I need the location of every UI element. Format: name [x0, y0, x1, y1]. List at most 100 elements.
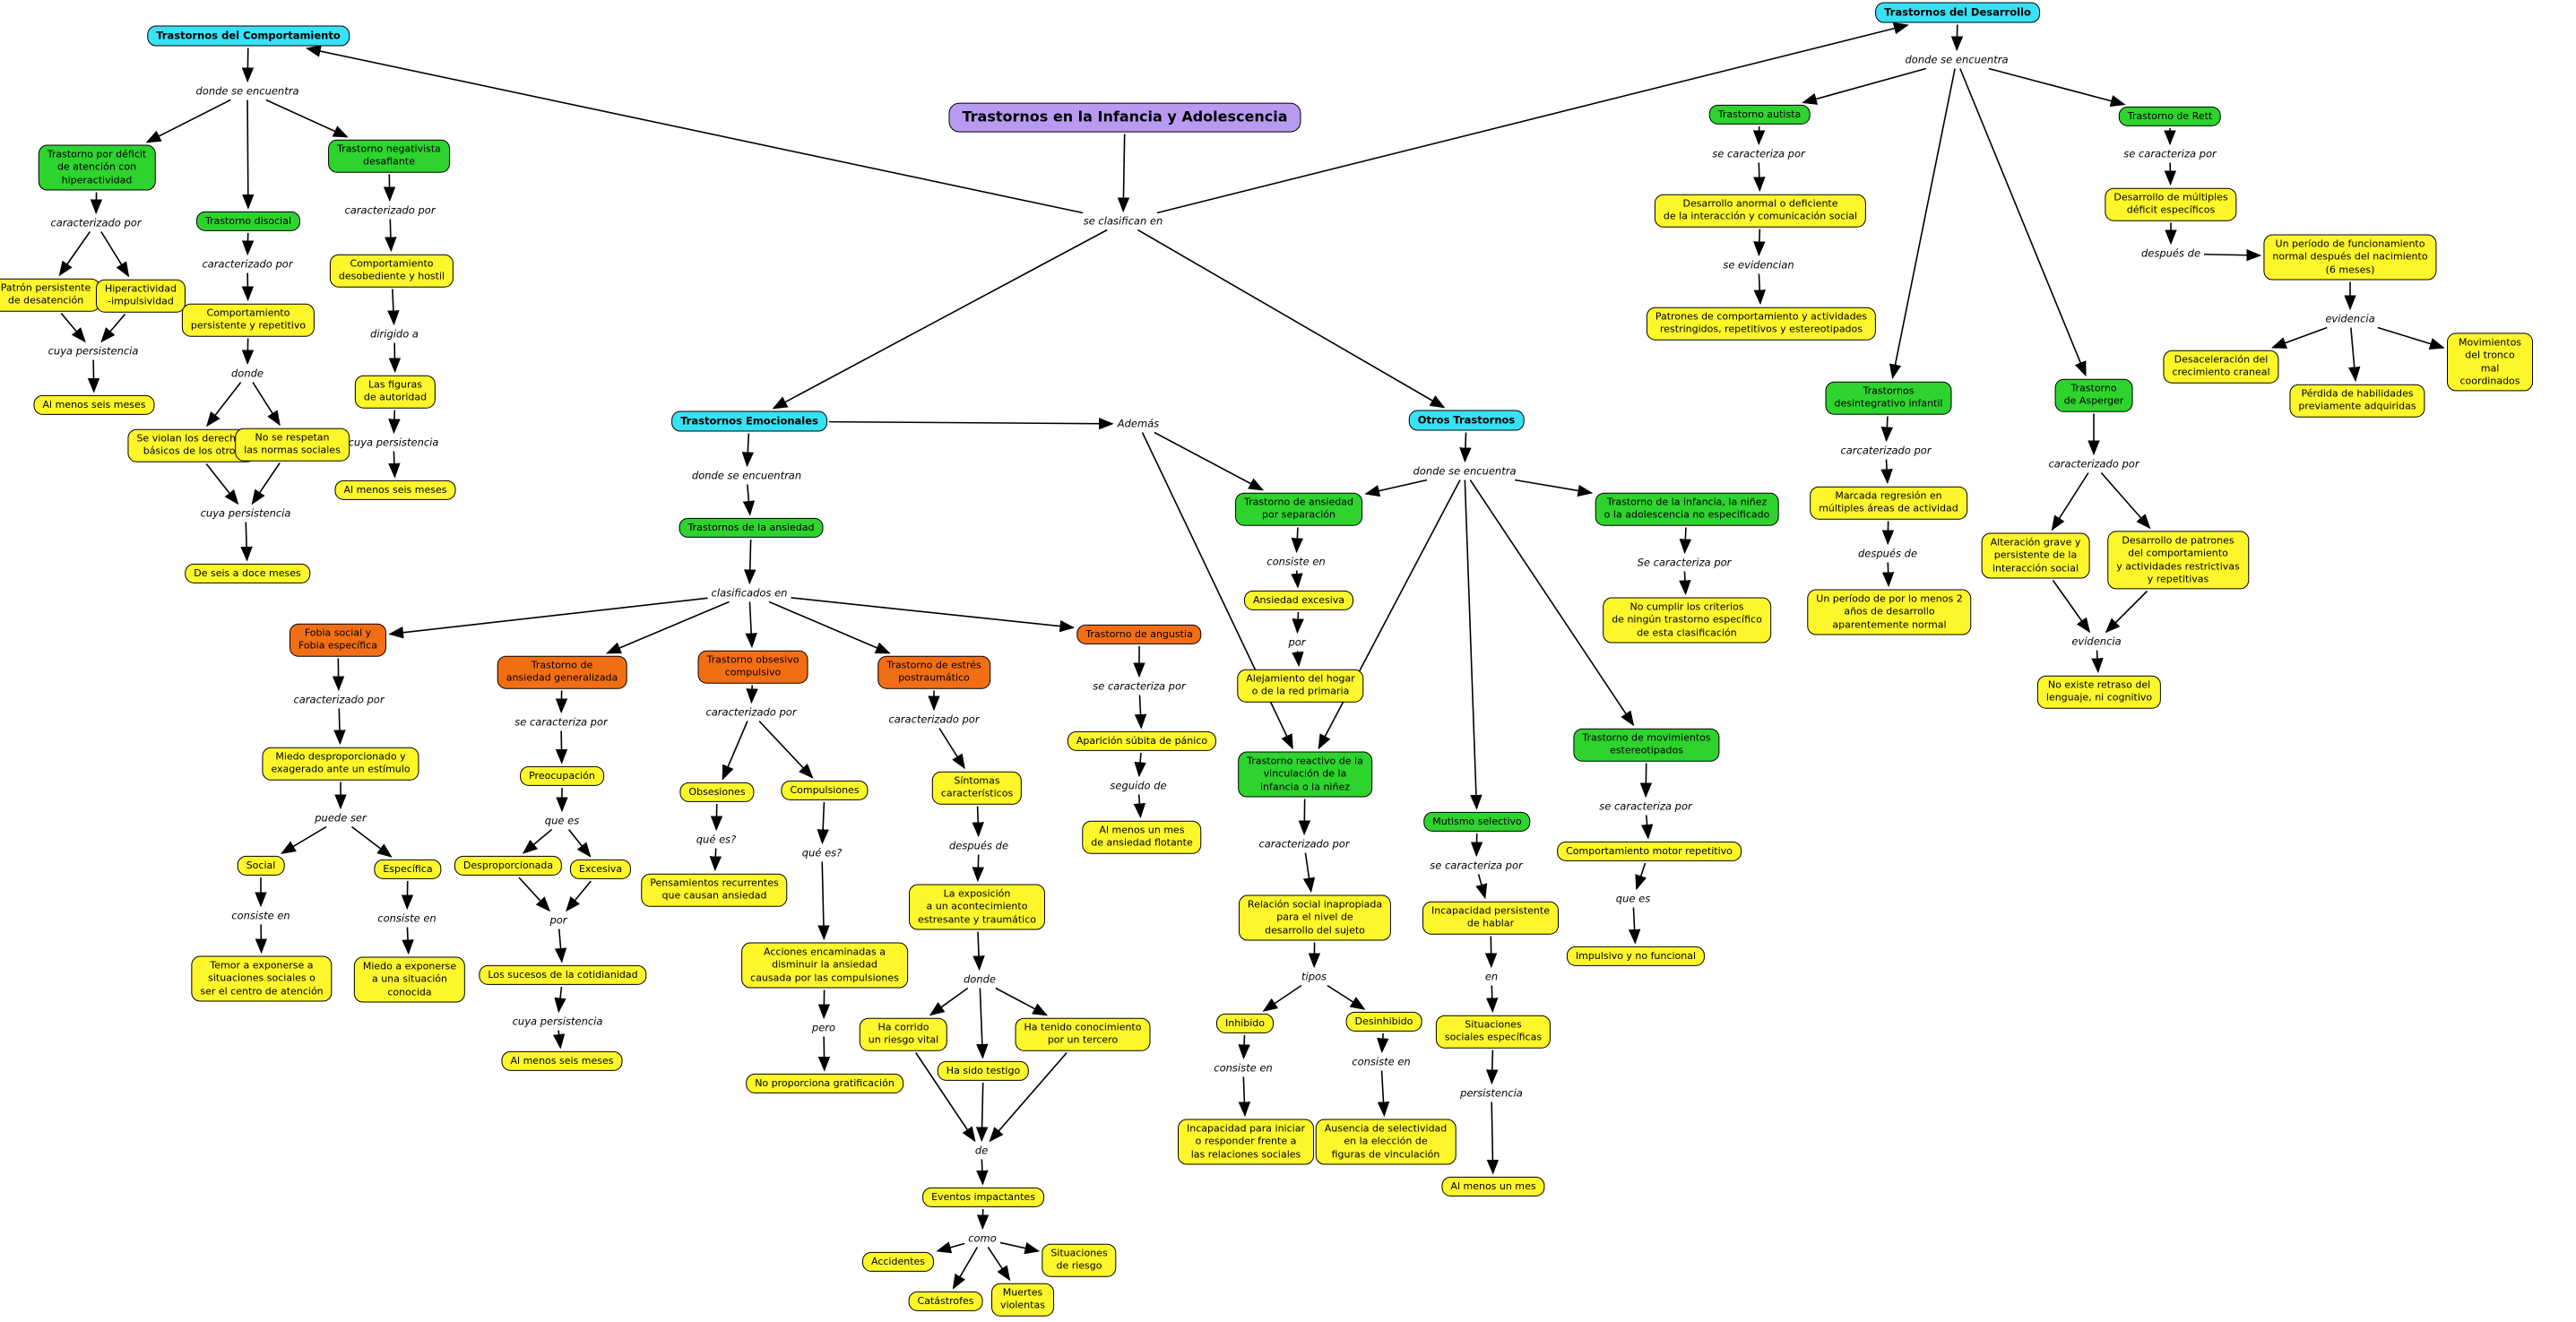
- node-emocionales[interactable]: Trastornos Emocionales: [671, 410, 827, 432]
- node-compulsiones[interactable]: Compulsiones: [781, 780, 869, 801]
- node-obsesiones[interactable]: Obsesiones: [679, 782, 755, 803]
- node-comportamiento[interactable]: Trastornos del Comportamiento: [147, 25, 350, 47]
- node-deficit[interactable]: Desarrollo de múltiples déficit específi…: [2105, 187, 2237, 221]
- edge-donde_c-negativista: [265, 99, 349, 138]
- node-testigo[interactable]: Ha sido testigo: [937, 1060, 1030, 1082]
- node-exposicion[interactable]: La exposición a un acontecimiento estres…: [908, 884, 1046, 930]
- node-no_espec[interactable]: Trastorno de la infancia, la niñez o la …: [1595, 492, 1779, 526]
- node-eventos[interactable]: Eventos impactantes: [922, 1187, 1044, 1208]
- node-patron[interactable]: Patrón persistente de desatención: [0, 278, 100, 312]
- node-relacion[interactable]: Relación social inapropiada para el nive…: [1238, 894, 1392, 941]
- node-seis_doce[interactable]: De seis a doce meses: [185, 563, 310, 584]
- node-desob[interactable]: Comportamiento desobediente y hostil: [329, 254, 454, 288]
- edge-caract_tag-preocupacion: [555, 730, 568, 765]
- node-disocial[interactable]: Trastorno disocial: [195, 211, 301, 232]
- node-miedo_desp[interactable]: Miedo desproporcionado y exagerado ante …: [262, 747, 419, 781]
- node-desarrollo[interactable]: Trastornos del Desarrollo: [1875, 2, 2040, 23]
- edge-caract_tdah-hiper: [100, 231, 130, 278]
- edge-desprop-por_tag: [518, 877, 551, 912]
- node-sintomas[interactable]: Síntomas característicos: [931, 771, 1023, 805]
- node-aparicion[interactable]: Aparición súbita de pánico: [1067, 730, 1217, 752]
- node-situaciones_r[interactable]: Situaciones de riesgo: [1042, 1243, 1117, 1277]
- edge-inhibido-consiste_inh: [1238, 1034, 1250, 1060]
- node-mes_un[interactable]: Al menos un mes: [1441, 1176, 1545, 1197]
- node-tag[interactable]: Trastorno de ansiedad generalizada: [497, 655, 627, 689]
- node-tdah[interactable]: Trastorno por déficit de atención con hi…: [38, 144, 156, 191]
- node-incap_hablar[interactable]: Incapacidad persistente de hablar: [1422, 901, 1559, 935]
- node-no_grat[interactable]: No proporciona gratificación: [746, 1073, 903, 1094]
- edge-que_es_tag-excesiva: [567, 829, 592, 858]
- node-desintegrativo[interactable]: Trastornos desintegrativo infantil: [1825, 381, 1952, 415]
- node-comp_pers[interactable]: Comportamiento persistente y repetitivo: [181, 303, 316, 337]
- node-impulsivo[interactable]: Impulsivo y no funcional: [1566, 946, 1706, 967]
- node-no_cumplir[interactable]: No cumplir los criterios de ningún trast…: [1603, 597, 1771, 644]
- node-mutismo[interactable]: Mutismo selectivo: [1423, 811, 1531, 833]
- node-rett[interactable]: Trastorno de Rett: [2118, 106, 2222, 127]
- node-sit_especificas[interactable]: Situaciones sociales específicas: [1435, 1015, 1552, 1049]
- node-muertes[interactable]: Muertes violentas: [991, 1283, 1054, 1317]
- edge-label-despues_rett: después de: [2140, 246, 2201, 260]
- node-hiper[interactable]: Hiperactividad -impulsividad: [95, 279, 186, 313]
- edge-label-carcat: carcaterizado por: [1840, 444, 1932, 457]
- node-especifica[interactable]: Específica: [374, 859, 442, 880]
- node-negativista[interactable]: Trastorno negativista desafiante: [328, 139, 450, 173]
- node-otros[interactable]: Otros Trastornos: [1408, 410, 1525, 431]
- node-des_anormal[interactable]: Desarrollo anormal o deficiente de la in…: [1654, 194, 1867, 228]
- node-periodo6[interactable]: Un período de funcionamiento normal desp…: [2263, 234, 2437, 281]
- node-ausencia[interactable]: Ausencia de selectividad en la elección …: [1315, 1119, 1457, 1165]
- node-corrido[interactable]: Ha corrido un riesgo vital: [859, 1017, 948, 1051]
- edge-label-que_es_tag: que es: [544, 814, 580, 827]
- node-ansiedad_exc[interactable]: Ansiedad excesiva: [1244, 590, 1353, 611]
- node-social[interactable]: Social: [237, 855, 285, 877]
- node-reactivo[interactable]: Trastorno reactivo de la vinculación de …: [1238, 751, 1372, 798]
- node-temor[interactable]: Temor a exponerse a situaciones sociales…: [191, 955, 333, 1002]
- edge-como-catastrofes: [952, 1247, 979, 1290]
- node-alejamiento[interactable]: Alejamiento del hogar o de la red primar…: [1237, 669, 1364, 703]
- node-excesiva[interactable]: Excesiva: [569, 859, 632, 880]
- node-incap_iniciar[interactable]: Incapacidad para iniciar o responder fre…: [1178, 1119, 1314, 1165]
- node-no_retraso[interactable]: No existe retraso del lenguaje, ni cogni…: [2036, 675, 2162, 709]
- node-tenido[interactable]: Ha tenido conocimiento por un tercero: [1015, 1017, 1151, 1051]
- node-perdida[interactable]: Pérdida de habilidades previamente adqui…: [2289, 384, 2425, 418]
- node-separacion[interactable]: Trastorno de ansiedad por separación: [1235, 492, 1362, 526]
- node-acciones[interactable]: Acciones encaminadas a disminuir la ansi…: [741, 942, 908, 989]
- node-asperger[interactable]: Trastorno de Asperger: [2054, 378, 2133, 412]
- node-flotante[interactable]: Al menos un mes de ansiedad flotante: [1082, 820, 1202, 854]
- edge-label-cuya_dis: cuya persistencia: [200, 506, 291, 520]
- node-normas[interactable]: No se respetan las normas sociales: [235, 428, 350, 462]
- node-meses_tag[interactable]: Al menos seis meses: [501, 1050, 623, 1072]
- node-patrones[interactable]: Patrones de comportamiento y actividades…: [1646, 307, 1877, 341]
- node-sucesos[interactable]: Los sucesos de la cotidianidad: [479, 964, 647, 986]
- node-patrones_asp[interactable]: Desarrollo de patrones del comportamient…: [2107, 531, 2249, 590]
- node-comp_motor[interactable]: Comportamiento motor repetitivo: [1557, 841, 1742, 862]
- node-mov_tronco[interactable]: Movimientos del tronco mal coordinados: [2447, 333, 2533, 392]
- node-toc[interactable]: Trastorno obsesivo compulsivo: [697, 650, 808, 684]
- node-periodo2[interactable]: Un período de por lo menos 2 años de des…: [1807, 589, 1972, 635]
- node-figuras[interactable]: Las figuras de autoridad: [354, 375, 437, 409]
- node-movimientos[interactable]: Trastorno de movimientos estereotipados: [1573, 728, 1720, 762]
- node-pensamientos[interactable]: Pensamientos recurrentes que causan ansi…: [641, 873, 788, 907]
- node-regresion[interactable]: Marcada regresión en múltiples áreas de …: [1810, 486, 1967, 520]
- node-ptsd[interactable]: Trastorno de estrés postraumático: [877, 655, 990, 689]
- node-catastrofes[interactable]: Catástrofes: [908, 1291, 983, 1312]
- node-accidentes[interactable]: Accidentes: [861, 1251, 935, 1273]
- edge-label-caract_fobia: caracterizado por: [293, 693, 385, 706]
- node-desinhibido[interactable]: Desinhibido: [1345, 1011, 1422, 1033]
- node-fobia[interactable]: Fobia social y Fobia específica: [289, 623, 387, 657]
- node-angustia[interactable]: Trastorno de angustia: [1076, 624, 1202, 645]
- node-desacel[interactable]: Desaceleración del crecimiento craneal: [2163, 350, 2279, 384]
- node-meses_tdah[interactable]: Al menos seis meses: [33, 394, 155, 416]
- node-ansiedad_g[interactable]: Trastornos de la ansiedad: [679, 517, 824, 539]
- node-alteracion[interactable]: Alteración grave y persistente de la int…: [1981, 532, 2090, 579]
- node-inhibido[interactable]: Inhibido: [1216, 1013, 1274, 1034]
- node-meses_neg[interactable]: Al menos seis meses: [334, 480, 456, 501]
- node-autista[interactable]: Trastorno autista: [1708, 104, 1811, 125]
- edge-testigo-de: [975, 1082, 989, 1143]
- node-title[interactable]: Trastornos en la Infancia y Adolescencia: [948, 102, 1301, 133]
- node-preocupacion[interactable]: Preocupación: [520, 765, 604, 787]
- node-desprop[interactable]: Desproporcionada: [454, 855, 563, 877]
- node-violan[interactable]: Se violan los derechos básicos de los ot…: [127, 428, 256, 462]
- node-miedo_exp[interactable]: Miedo a exponerse a una situación conoci…: [353, 956, 466, 1003]
- edge-label-por_sep: por: [1288, 635, 1306, 649]
